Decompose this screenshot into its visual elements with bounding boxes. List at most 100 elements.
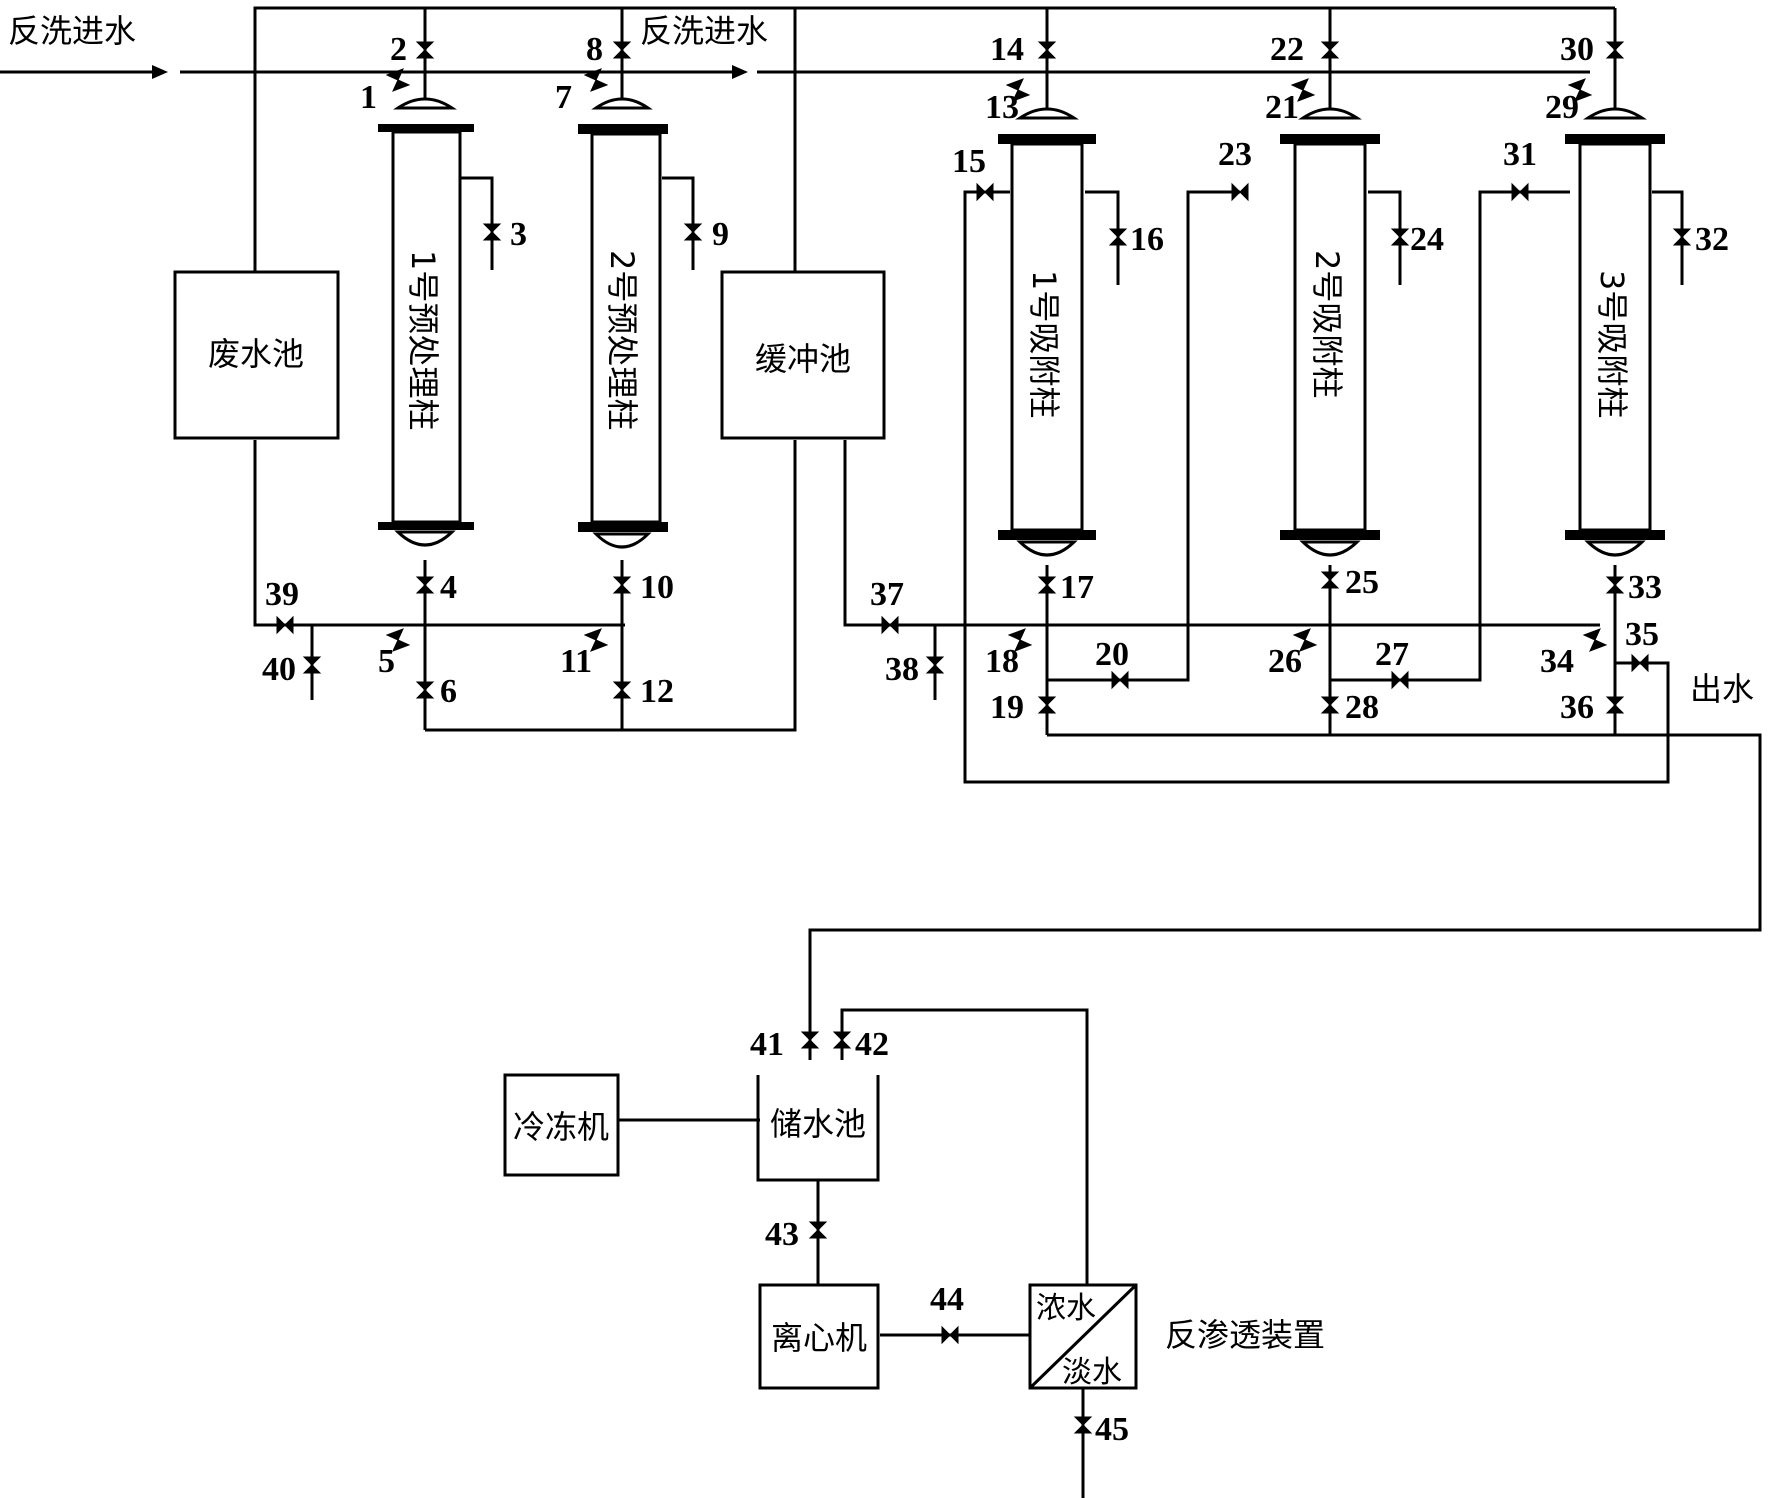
valve-label-10: 10 — [640, 569, 674, 606]
valve-39 — [276, 615, 294, 635]
svg-text:浓水: 浓水 — [1036, 1291, 1096, 1326]
valve-6 — [415, 681, 435, 699]
valve-label-41: 41 — [750, 1026, 784, 1063]
valve-label-7: 7 — [555, 79, 572, 116]
svg-text:缓冲池: 缓冲池 — [755, 340, 851, 378]
valve-29 — [1567, 78, 1593, 102]
valve-2 — [415, 41, 435, 59]
valve-label-30: 30 — [1560, 31, 1594, 68]
valve-label-8: 8 — [586, 31, 603, 68]
backwash-inlet-label-2: 反洗进水 — [640, 12, 768, 50]
valve-label-6: 6 — [440, 673, 457, 710]
valve-37 — [881, 615, 899, 635]
valve-24 — [1390, 228, 1410, 246]
svg-text:淡水: 淡水 — [1062, 1355, 1122, 1390]
svg-text:离心机: 离心机 — [771, 1319, 867, 1357]
valve-label-12: 12 — [640, 673, 674, 710]
svg-text:2号预处理柱: 2号预处理柱 — [603, 250, 641, 430]
valve-label-group: 1234567891011121314151617181920212223242… — [262, 31, 1729, 1448]
valve-42 — [832, 1031, 852, 1049]
svg-text:1号预处理柱: 1号预处理柱 — [404, 250, 442, 430]
valve-3 — [482, 223, 502, 241]
valve-22 — [1320, 41, 1340, 59]
svg-text:废水池: 废水池 — [208, 335, 304, 373]
valve-label-1: 1 — [360, 79, 377, 116]
centrifuge: 离心机 — [758, 1283, 880, 1390]
adsorption-column-1: 1号吸附柱 — [998, 107, 1096, 557]
valve-label-40: 40 — [262, 651, 296, 688]
valve-23 — [1231, 182, 1249, 202]
valve-label-42: 42 — [855, 1026, 889, 1063]
valve-group — [276, 41, 1692, 1434]
waste-pool: 废水池 — [173, 270, 340, 440]
valve-35 — [1631, 653, 1649, 673]
pretreatment-column-2: 2号预处理柱 — [578, 97, 668, 549]
valve-12 — [612, 681, 632, 699]
valve-label-25: 25 — [1345, 564, 1379, 601]
valve-33 — [1605, 576, 1625, 594]
valve-label-14: 14 — [990, 31, 1024, 68]
valve-13 — [1005, 78, 1031, 102]
valve-38 — [925, 656, 945, 674]
valve-20 — [1111, 670, 1129, 690]
valve-label-17: 17 — [1060, 569, 1094, 606]
valve-label-32: 32 — [1695, 221, 1729, 258]
valve-label-20: 20 — [1095, 636, 1129, 673]
valve-19 — [1037, 696, 1057, 714]
valve-label-35: 35 — [1625, 616, 1659, 653]
svg-text:1号吸附柱: 1号吸附柱 — [1025, 270, 1063, 418]
valve-label-16: 16 — [1130, 221, 1164, 258]
pretreatment-column-1: 1号预处理柱 — [378, 97, 474, 547]
storage-pool: 储水池 — [756, 1075, 880, 1182]
backwash-inlet-label-1: 反洗进水 — [8, 12, 136, 50]
valve-21 — [1290, 78, 1316, 102]
valve-26 — [1292, 628, 1318, 652]
adsorption-column-3: 3号吸附柱 — [1565, 107, 1665, 557]
chiller: 冷冻机 — [503, 1073, 620, 1177]
valve-label-31: 31 — [1503, 136, 1537, 173]
valve-40 — [302, 656, 322, 674]
valve-label-22: 22 — [1270, 31, 1304, 68]
valve-label-13: 13 — [985, 89, 1019, 126]
valve-label-3: 3 — [510, 216, 527, 253]
ro-device: 浓水 淡水 反渗透装置 — [1028, 1283, 1325, 1390]
valve-label-28: 28 — [1345, 689, 1379, 726]
svg-text:冷冻机: 冷冻机 — [513, 1108, 609, 1146]
valve-28 — [1320, 696, 1340, 714]
valve-label-33: 33 — [1628, 569, 1662, 606]
valve-label-18: 18 — [985, 643, 1019, 680]
svg-text:3号吸附柱: 3号吸附柱 — [1593, 270, 1631, 418]
valve-34 — [1582, 628, 1608, 652]
valve-label-27: 27 — [1375, 636, 1409, 673]
adsorption-column-2: 2号吸附柱 — [1280, 107, 1380, 557]
svg-text:2号吸附柱: 2号吸附柱 — [1308, 250, 1346, 398]
valve-label-37: 37 — [870, 576, 904, 613]
valve-18 — [1007, 628, 1033, 652]
valve-label-4: 4 — [440, 569, 457, 606]
valve-label-43: 43 — [765, 1216, 799, 1253]
valve-label-21: 21 — [1265, 89, 1299, 126]
valve-label-26: 26 — [1268, 643, 1302, 680]
valve-30 — [1605, 41, 1625, 59]
valve-7 — [583, 68, 609, 92]
valve-label-24: 24 — [1410, 221, 1444, 258]
valve-9 — [683, 223, 703, 241]
valve-36 — [1605, 696, 1625, 714]
valve-32 — [1672, 228, 1692, 246]
valve-label-2: 2 — [390, 31, 407, 68]
valve-25 — [1320, 571, 1340, 589]
valve-16 — [1108, 228, 1128, 246]
svg-text:反渗透装置: 反渗透装置 — [1165, 1316, 1325, 1354]
valve-label-15: 15 — [952, 143, 986, 180]
valve-4 — [415, 576, 435, 594]
valve-15 — [976, 182, 994, 202]
valve-8 — [612, 41, 632, 59]
buffer-pool: 缓冲池 — [720, 270, 886, 440]
valve-label-29: 29 — [1545, 89, 1579, 126]
valve-27 — [1391, 670, 1409, 690]
valve-41 — [800, 1031, 820, 1049]
pipe-network — [0, 6, 1762, 1498]
outlet-label: 出水 — [1690, 670, 1754, 708]
valve-label-38: 38 — [885, 651, 919, 688]
